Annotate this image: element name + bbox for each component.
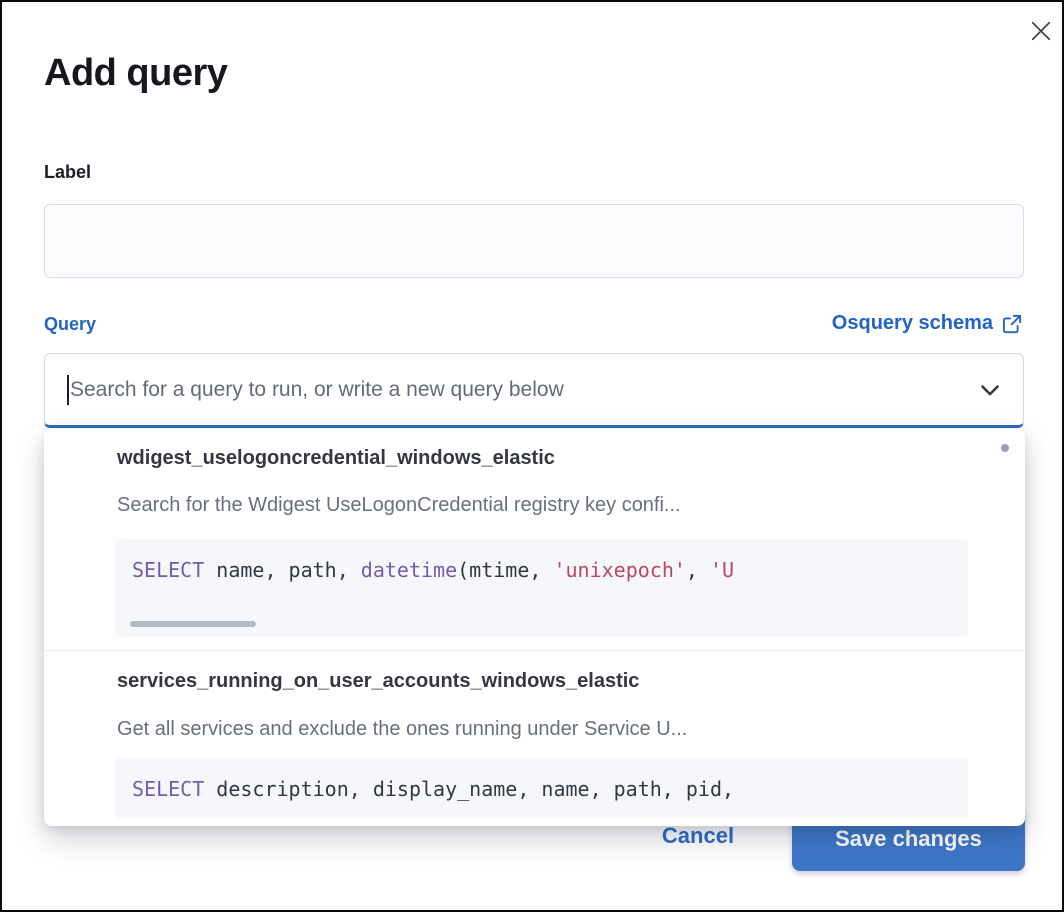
modal-title: Add query bbox=[44, 52, 228, 94]
query-field-label: Query bbox=[44, 314, 97, 334]
cancel-button[interactable]: Cancel bbox=[632, 818, 764, 854]
query-search-input[interactable]: Search for a query to run, or write a ne… bbox=[70, 377, 564, 401]
label-input[interactable] bbox=[44, 204, 1024, 278]
sql-code-line: SELECT name, path, datetime(mtime, 'unix… bbox=[132, 556, 734, 584]
query-option-sql-snippet: SELECT description, display_name, name, … bbox=[115, 758, 968, 818]
sql-token: description, display_name, name, path, p… bbox=[204, 777, 735, 801]
query-suggestions-dropdown: wdigest_uselogoncredential_windows_elast… bbox=[44, 429, 1025, 826]
query-option-sql-snippet: SELECT name, path, datetime(mtime, 'unix… bbox=[115, 539, 968, 637]
query-option-services[interactable]: services_running_on_user_accounts_window… bbox=[44, 651, 1025, 826]
vertical-scrollbar-thumb[interactable] bbox=[1001, 444, 1009, 452]
sql-token: SELECT bbox=[132, 558, 205, 582]
external-link-icon bbox=[1002, 314, 1022, 333]
osquery-schema-link[interactable]: Osquery schema bbox=[832, 312, 1022, 335]
sql-token: (mtime, bbox=[457, 558, 554, 582]
sql-token: name, path, bbox=[204, 558, 361, 582]
sql-token: datetime bbox=[360, 558, 458, 582]
sql-token: 'U bbox=[710, 558, 735, 582]
label-field-label: Label bbox=[44, 162, 92, 182]
text-cursor bbox=[67, 374, 69, 405]
query-option-title: services_running_on_user_accounts_window… bbox=[117, 670, 640, 692]
sql-token: 'unixepoch' bbox=[553, 558, 686, 582]
close-x-glyph bbox=[1031, 21, 1051, 41]
options-divider bbox=[44, 650, 1025, 651]
sql-token: SELECT bbox=[132, 777, 205, 801]
sql-token: , bbox=[685, 558, 710, 582]
close-icon[interactable] bbox=[1026, 16, 1056, 46]
query-option-description: Search for the Wdigest UseLogonCredentia… bbox=[117, 494, 681, 516]
query-option-description: Get all services and exclude the ones ru… bbox=[117, 718, 688, 740]
sql-code-line: SELECT description, display_name, name, … bbox=[132, 775, 734, 803]
query-option-title: wdigest_uselogoncredential_windows_elast… bbox=[117, 447, 555, 469]
query-option-wdigest[interactable]: wdigest_uselogoncredential_windows_elast… bbox=[44, 429, 1025, 650]
osquery-schema-link-label: Osquery schema bbox=[831, 312, 993, 334]
query-search-combobox[interactable]: Search for a query to run, or write a ne… bbox=[44, 353, 1024, 428]
chevron-down-icon[interactable] bbox=[979, 379, 1001, 401]
horizontal-scrollbar-thumb[interactable] bbox=[130, 621, 256, 627]
